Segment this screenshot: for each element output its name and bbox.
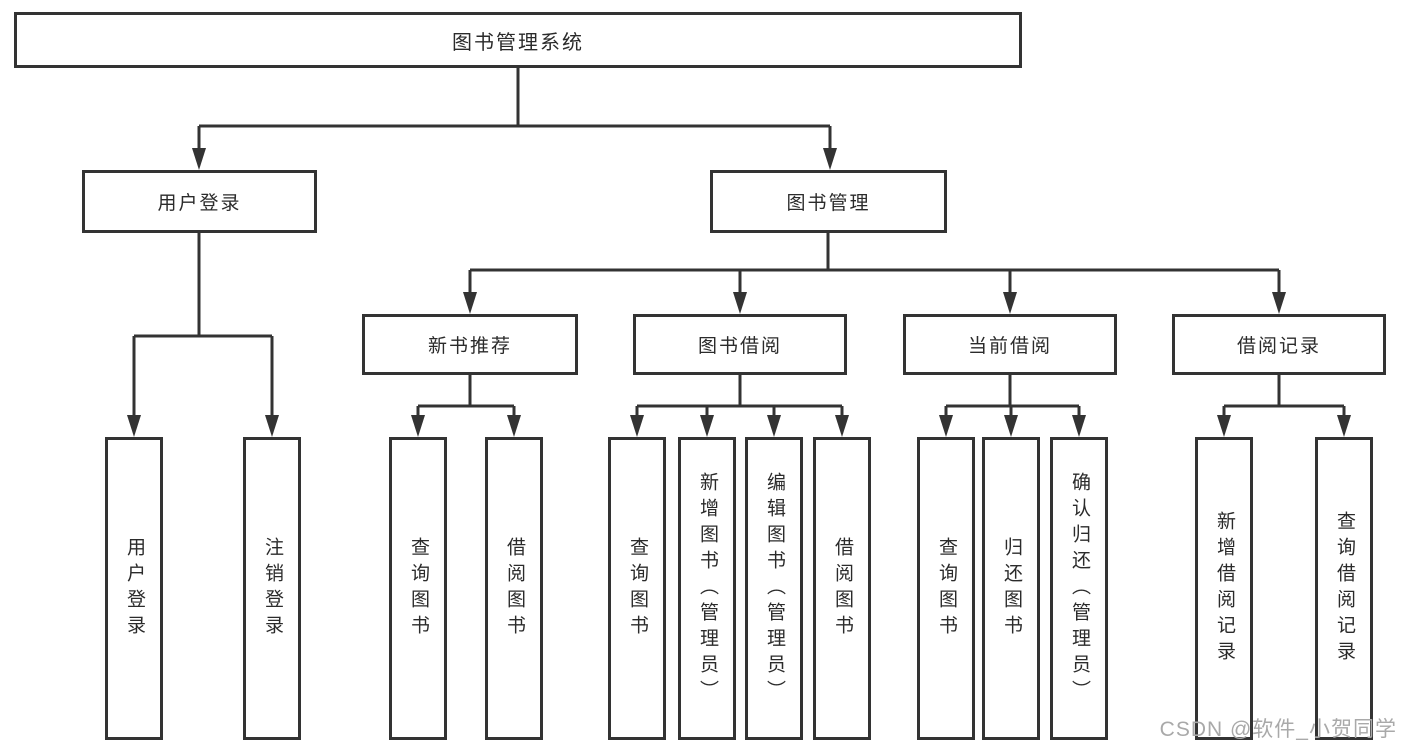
leaf-rec-borrow-books: 借阅图书 <box>485 437 543 740</box>
connector-root-to-level2 <box>192 68 837 170</box>
leaf-cb-return-books: 归还图书 <box>982 437 1040 740</box>
arrowhead <box>265 415 279 437</box>
leaf-rec-query-books: 查询图书 <box>389 437 447 740</box>
arrowhead <box>1272 292 1286 314</box>
arrowhead <box>835 415 849 437</box>
arrowhead <box>1003 292 1017 314</box>
arrowhead <box>823 148 837 170</box>
arrowhead <box>1004 415 1018 437</box>
leaf-br-add-record: 新增借阅记录 <box>1195 437 1253 740</box>
node-borrowing-records: 借阅记录 <box>1172 314 1386 375</box>
leaf-br-query-record: 查询借阅记录 <box>1315 437 1373 740</box>
leaf-cb-query-books: 查询图书 <box>917 437 975 740</box>
leaf-bb-edit-books-admin: 编辑图书（管理员） <box>745 437 803 740</box>
leaf-bb-borrow-books: 借阅图书 <box>813 437 871 740</box>
node-new-book-recommend: 新书推荐 <box>362 314 578 375</box>
node-book-borrowing: 图书借阅 <box>633 314 847 375</box>
arrowhead <box>1217 415 1231 437</box>
arrowhead <box>507 415 521 437</box>
connector-new-book-rec-to-leaves <box>411 375 521 437</box>
arrowhead <box>939 415 953 437</box>
leaf-cb-confirm-return-admin: 确认归还（管理员） <box>1050 437 1108 740</box>
connector-book-borrow-to-leaves <box>630 375 849 437</box>
connector-current-borrow-to-leaves <box>939 375 1086 437</box>
arrowhead <box>411 415 425 437</box>
arrowhead <box>630 415 644 437</box>
node-book-management: 图书管理 <box>710 170 947 233</box>
arrowhead <box>767 415 781 437</box>
leaf-logout: 注销登录 <box>243 437 301 740</box>
leaf-bb-add-books-admin: 新增图书（管理员） <box>678 437 736 740</box>
node-root-library-system: 图书管理系统 <box>14 12 1022 68</box>
arrowhead <box>127 415 141 437</box>
connector-user-login-to-leaves <box>127 233 279 437</box>
leaf-bb-query-books: 查询图书 <box>608 437 666 740</box>
arrowhead <box>700 415 714 437</box>
node-user-login: 用户登录 <box>82 170 317 233</box>
arrowhead <box>733 292 747 314</box>
connector-borrow-records-to-leaves <box>1217 375 1351 437</box>
arrowhead <box>1337 415 1351 437</box>
node-current-borrowing: 当前借阅 <box>903 314 1117 375</box>
arrowhead <box>463 292 477 314</box>
leaf-user-login: 用户登录 <box>105 437 163 740</box>
arrowhead <box>192 148 206 170</box>
connector-book-mgmt-to-level3 <box>463 233 1286 314</box>
csdn-watermark: CSDN @软件_小贺同学 <box>1159 718 1397 741</box>
arrowhead <box>1072 415 1086 437</box>
